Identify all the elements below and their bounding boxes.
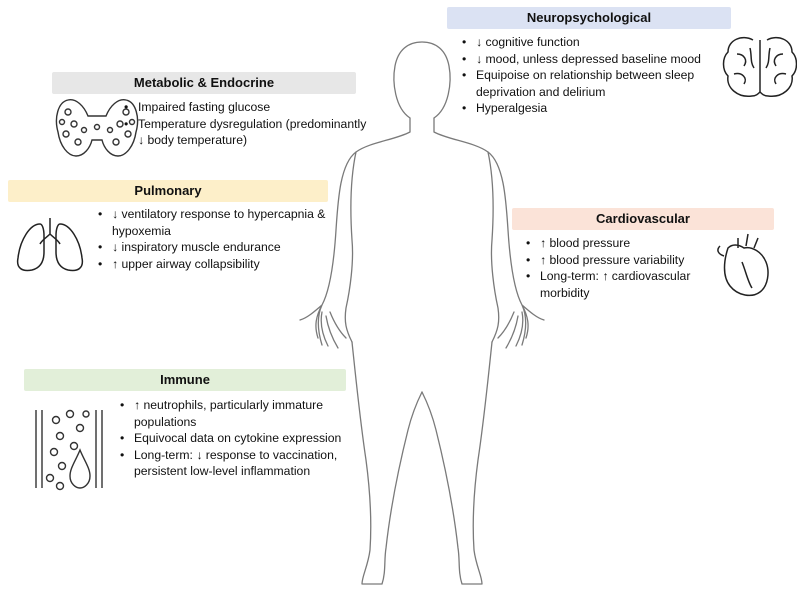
list-item: ↓ inspiratory muscle endurance <box>98 239 334 256</box>
list-item: Long-term: ↓ response to vaccination, pe… <box>120 447 366 480</box>
immune-list: ↑ neutrophils, particularly immature pop… <box>118 397 366 480</box>
metabolic-header: Metabolic & Endocrine <box>52 72 356 94</box>
lungs-icon <box>16 218 84 272</box>
neuro-header: Neuropsychological <box>447 7 731 29</box>
neuro-list: ↓ cognitive function ↓ mood, unless depr… <box>460 34 738 117</box>
list-item: Equipoise on relationship between sleep … <box>462 67 738 100</box>
list-item: Impaired fasting glucose <box>124 99 374 116</box>
list-item: ↓ mood, unless depressed baseline mood <box>462 51 738 68</box>
list-item: ↑ blood pressure <box>526 235 726 252</box>
pulmonary-header: Pulmonary <box>8 180 328 202</box>
list-item: Hyperalgesia <box>462 100 738 117</box>
list-item: ↑ blood pressure variability <box>526 252 726 269</box>
brain-icon <box>722 36 797 97</box>
blood-cells-icon <box>35 409 103 491</box>
immune-header: Immune <box>24 369 346 391</box>
list-item: Equivocal data on cytokine expression <box>120 430 366 447</box>
list-item: ↑ upper airway collapsibility <box>98 256 334 273</box>
list-item: ↓ cognitive function <box>462 34 738 51</box>
human-body-outline <box>299 41 545 585</box>
list-item: Temperature dysregulation (predominantly… <box>124 116 374 149</box>
metabolic-list: Impaired fasting glucose Temperature dys… <box>122 99 374 149</box>
cardio-header: Cardiovascular <box>512 208 774 230</box>
pulmonary-list: ↓ ventilatory response to hypercapnia & … <box>96 206 334 272</box>
cardio-list: ↑ blood pressure ↑ blood pressure variab… <box>524 235 726 301</box>
list-item: ↑ neutrophils, particularly immature pop… <box>120 397 366 430</box>
list-item: ↓ ventilatory response to hypercapnia & … <box>98 206 334 239</box>
list-item: Long-term: ↑ cardiovascular morbidity <box>526 268 726 301</box>
